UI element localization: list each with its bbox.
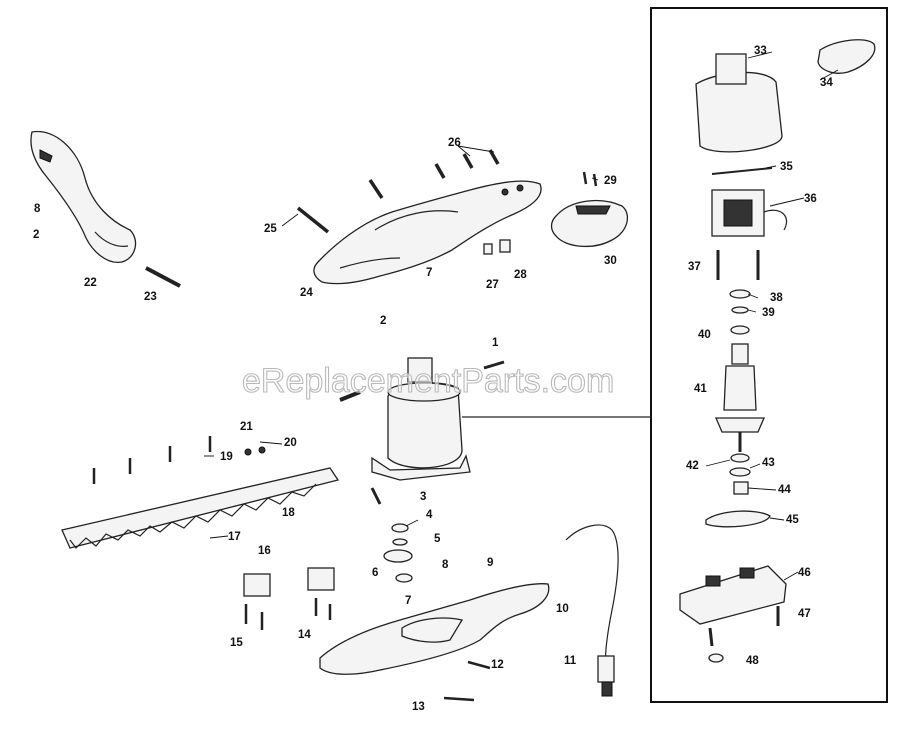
label-41: 41 [694,383,707,395]
label-19: 19 [220,451,233,463]
label-26: 26 [448,137,461,149]
screws-26 [434,149,500,179]
small-screws-center [339,360,505,505]
bottom-clips [243,567,335,630]
label-17: 17 [228,531,241,543]
washers-42-43-44 [729,453,751,495]
label-25: 25 [264,223,277,235]
motor-detail-inset [650,7,888,703]
spring-35 [711,167,773,175]
gear-stack [383,523,413,583]
label-2-left: 2 [33,229,39,241]
label-7-bottom: 7 [405,595,411,607]
screws-47-48 [708,606,780,663]
label-35: 35 [780,161,793,173]
label-8: 8 [442,559,449,571]
power-cord [565,524,619,697]
label-1: 1 [492,337,499,349]
label-34: 34 [820,77,833,89]
label-4: 4 [426,509,433,521]
label-40: 40 [698,329,711,341]
label-9: 9 [487,557,493,569]
label-24: 24 [300,287,313,299]
label-43: 43 [762,457,775,469]
label-18: 18 [282,507,295,519]
label-48: 48 [746,655,759,667]
front-handle [30,130,137,263]
blade-screws [92,436,266,484]
motor-can-33 [695,53,783,153]
leader-lines [204,51,839,581]
label-2-center: 2 [380,315,386,327]
label-16: 16 [258,545,271,557]
label-13: 13 [412,701,425,713]
label-23: 23 [144,291,157,303]
label-38: 38 [770,292,783,304]
label-5: 5 [434,533,441,545]
label-22: 22 [84,277,97,289]
bottom-housing [319,583,550,675]
field-36 [711,189,788,237]
bottom-screws [443,660,491,702]
blade-assembly [61,467,340,549]
screws-37 [716,250,760,280]
label-20: 20 [284,437,297,449]
label-14: 14 [298,629,311,641]
label-44: 44 [778,484,791,496]
top-housing [313,180,542,285]
label-6: 6 [372,567,378,579]
label-10: 10 [556,603,569,615]
label-27: 27 [486,279,499,291]
label-45: 45 [786,514,799,526]
label-8-handle: 8 [34,203,41,215]
plate-45 [705,510,771,528]
handle-screw [145,266,181,288]
label-33: 33 [754,45,767,57]
label-3: 3 [420,491,426,503]
label-11: 11 [564,655,577,667]
label-28: 28 [514,269,527,281]
label-42: 42 [686,460,699,472]
callout-labels: 1 2 2 3 4 5 6 7 7 8 9 10 11 12 13 14 15 … [33,45,833,713]
label-39: 39 [762,307,775,319]
brush-holder-34 [817,39,876,74]
clips-27-28 [483,239,511,255]
armature-41 [715,343,765,452]
label-37: 37 [688,261,701,273]
label-47: 47 [798,608,811,620]
gear-housing-46 [679,565,787,625]
motor-housing [371,357,471,481]
label-30: 30 [604,255,617,267]
label-15: 15 [230,637,243,649]
screw-29 [582,171,598,187]
label-46: 46 [798,567,811,579]
switch-cover-30 [550,199,629,248]
label-7-top: 7 [426,267,432,279]
screw-25 [296,179,384,234]
label-21: 21 [240,421,253,433]
washers-38-39-40 [729,289,751,335]
label-29: 29 [604,175,617,187]
label-36: 36 [804,193,817,205]
label-12: 12 [491,659,504,671]
watermark: eReplacementParts.com [242,362,614,400]
